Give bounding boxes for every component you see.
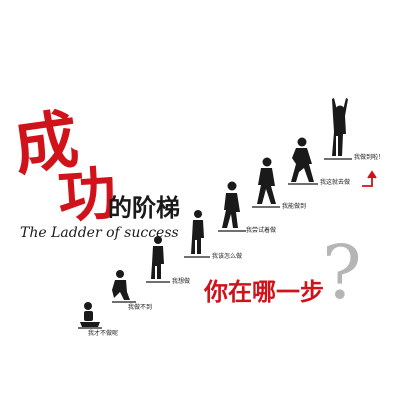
figure-climbing <box>288 137 318 185</box>
question-mark: ? <box>322 230 362 316</box>
step-label-7: 我这就去做 <box>320 179 351 186</box>
figure-walking <box>218 181 246 232</box>
question-text: 你在哪一步 <box>204 278 324 306</box>
figure-sitting <box>78 302 102 329</box>
step-label-1: 我才不做呢 <box>88 330 119 337</box>
figure-striding <box>252 157 280 208</box>
figure-thinking <box>184 210 210 258</box>
figure-standing <box>146 236 170 283</box>
step-label-4: 我该怎么做 <box>212 253 243 260</box>
title-rest: 的阶梯 <box>108 194 180 222</box>
step-label-8: 我做到啦！ <box>354 154 385 161</box>
step-label-3: 我想做 <box>172 278 191 285</box>
step-label-5: 我尝试着做 <box>246 227 277 234</box>
arrow-up-icon <box>362 170 377 187</box>
figure-cheering <box>324 98 352 160</box>
step-label-2: 我做不到 <box>128 304 153 311</box>
title-english: The Ladder of success <box>20 225 179 241</box>
figure-crouching <box>112 270 136 303</box>
step-label-6: 我能做到 <box>282 203 307 210</box>
